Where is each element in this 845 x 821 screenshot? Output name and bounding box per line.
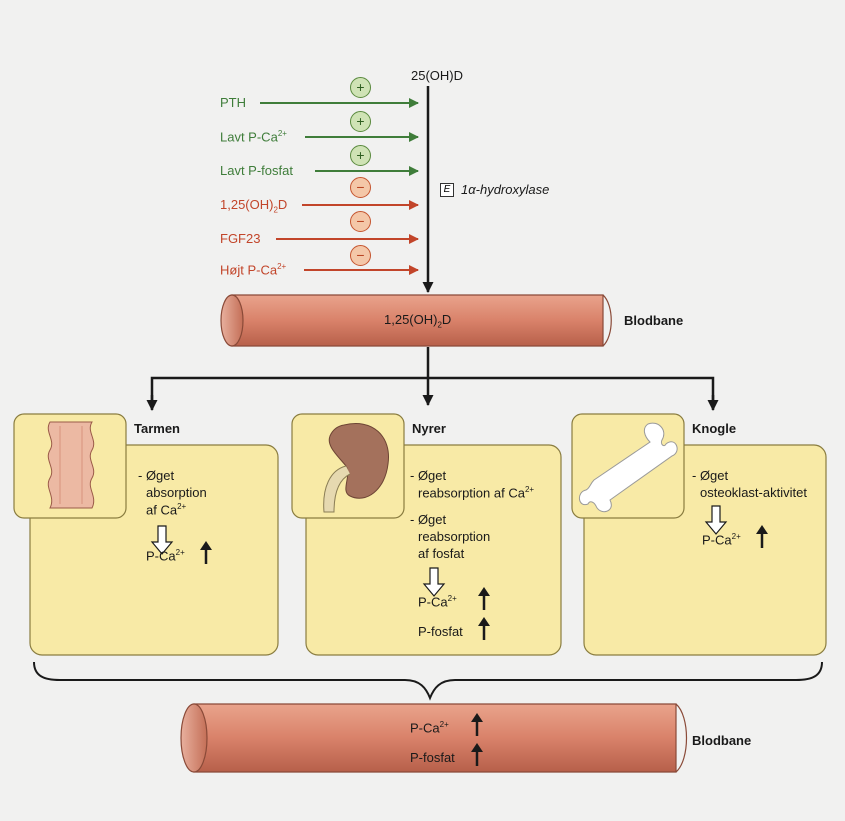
bottom-blood-vessel [180, 703, 687, 773]
panel-title-intestine: Tarmen [134, 421, 180, 436]
intestine-icon [47, 421, 95, 509]
intestine-text-line3: af Ca2+ [146, 502, 187, 518]
stimulate-badge: + [350, 77, 371, 98]
panel-title-kidney: Nyrer [412, 421, 446, 436]
regulator-label: 1,25(OH)2D [220, 197, 288, 215]
enzyme-box: E [440, 183, 454, 197]
inhibit-badge: − [350, 177, 371, 198]
bottom-vessel-ca: P-Ca2+ [410, 720, 449, 736]
hollow-arrow-bone [704, 505, 728, 535]
regulator-label: Lavt P-Ca2+ [220, 129, 287, 145]
kidney-text-line4: reabsorption [418, 529, 491, 544]
up-arrow-kidney-ca [478, 587, 490, 610]
panel-kidney [291, 413, 562, 656]
kidney-text-line2: reabsorption af Ca2+ [418, 485, 535, 501]
up-arrow-bone [756, 525, 768, 548]
up-arrow-intestine [200, 541, 212, 564]
stimulate-badge: + [350, 111, 371, 132]
bone-text-line2: osteoklast-aktivitet [700, 485, 807, 500]
top-vessel-label: Blodbane [624, 313, 684, 328]
up-arrow-kidney-phosphate [478, 617, 490, 640]
bone-result: P-Ca2+ [702, 532, 741, 548]
regulator-label: PTH [220, 95, 246, 110]
intestine-result: P-Ca2+ [146, 548, 185, 564]
kidney-icon [323, 423, 389, 513]
inhibit-badge: − [350, 245, 371, 266]
regulator-label: FGF23 [220, 231, 261, 246]
top-vessel-content: 1,25(OH)2D [384, 312, 452, 330]
inhibit-badge: − [350, 211, 371, 232]
distribution-connector [150, 376, 715, 405]
regulator-label: Lavt P-fosfat [220, 163, 293, 178]
kidney-text-line3: - Øget [410, 512, 447, 527]
intestine-text-line1: - Øget [138, 468, 175, 483]
bone-text-line1: - Øget [692, 468, 729, 483]
kidney-result-phosphate: P-fosfat [418, 624, 463, 639]
stimulate-badge: + [350, 145, 371, 166]
bone-icon [579, 422, 678, 513]
hollow-arrow-intestine [150, 525, 174, 555]
enzyme-label: 1α-hydroxylase [461, 182, 550, 197]
panel-intestine [13, 413, 279, 656]
collection-brace [33, 661, 823, 701]
kidney-text-line5: af fosfat [418, 546, 465, 561]
bottom-vessel-phosphate: P-fosfat [410, 750, 455, 765]
top-blood-vessel [220, 294, 612, 347]
kidney-text-line1: - Øget [410, 468, 447, 483]
panel-bone [571, 413, 827, 656]
intestine-text-line2: absorption [146, 485, 207, 500]
source-label: 25(OH)D [411, 68, 464, 83]
kidney-result-ca: P-Ca2+ [418, 594, 457, 610]
up-arrow-blood-ca [471, 713, 483, 736]
panel-title-bone: Knogle [692, 421, 737, 436]
hollow-arrow-kidney [422, 567, 446, 597]
up-arrow-blood-phosphate [471, 743, 483, 766]
bottom-vessel-label: Blodbane [692, 733, 752, 748]
regulator-label: Højt P-Ca2+ [220, 262, 287, 278]
